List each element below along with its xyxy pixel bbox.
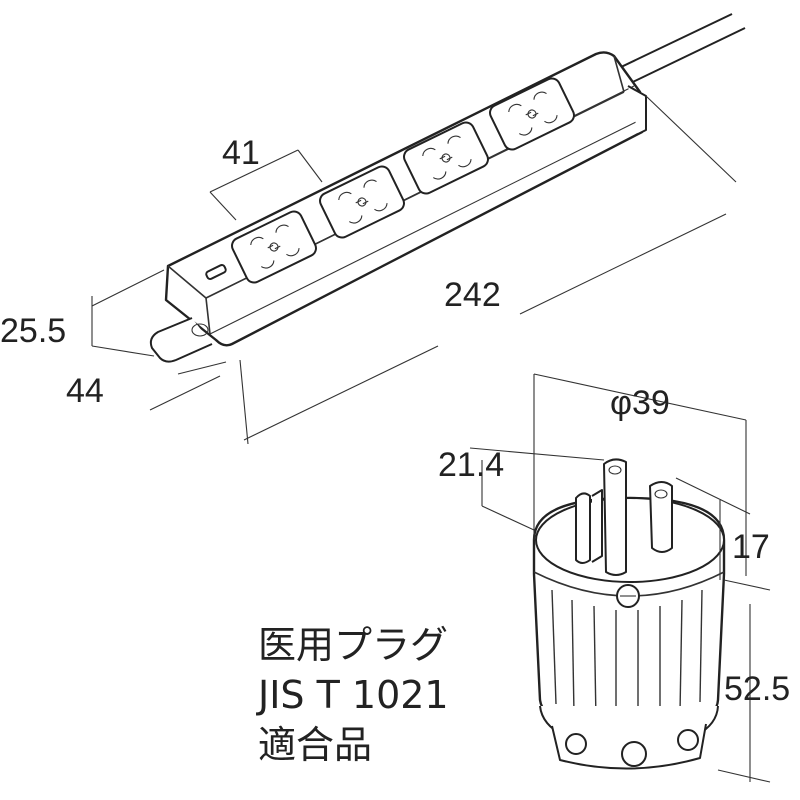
note-line-1: 医用プラグ: [258, 623, 448, 667]
pilot-lamp: [205, 264, 227, 280]
dim-outlet-pitch-label: 41: [222, 134, 260, 172]
outlet-3: [403, 121, 489, 195]
plug-grip-ribs: [551, 589, 703, 722]
strip-body: [164, 51, 644, 347]
dim-diameter: φ39: [533, 373, 747, 576]
plug-blade-right: [649, 481, 673, 553]
dim-length-label: 242: [444, 276, 501, 314]
medical-plug: φ39 21.4 17 52.5: [438, 373, 790, 783]
compliance-note: 医用プラグ JIS T 1021 適合品: [256, 623, 449, 767]
dim-diameter-label: φ39: [610, 384, 670, 422]
dim-blade-length-label: 21.4: [438, 446, 504, 484]
dim-height: 25.5: [0, 269, 165, 357]
plug-blade-left: [575, 489, 603, 564]
dim-outlet-pitch: 41: [209, 134, 323, 221]
power-strip: 41 242 25.5 44: [0, 13, 746, 445]
dim-length: 242: [239, 95, 737, 445]
dim-ground-offset: 17: [675, 477, 771, 591]
dim-width: 44: [66, 361, 227, 411]
dim-height-label: 25.5: [0, 312, 66, 350]
dim-blade-length: 21.4: [438, 446, 605, 531]
dim-ground-offset-label: 17: [732, 528, 770, 566]
dim-body-length: 52.5: [717, 604, 790, 783]
dim-body-length-label: 52.5: [724, 670, 790, 708]
outlet-4: [489, 77, 575, 151]
note-line-3: 適合品: [258, 723, 372, 767]
mounting-tab: [149, 317, 213, 363]
dim-width-label: 44: [66, 372, 104, 410]
outlet-1: [231, 210, 317, 284]
outlet-2: [319, 165, 405, 239]
plug-blade-ground: [603, 458, 627, 576]
note-line-2: JIS T 1021: [256, 673, 449, 717]
